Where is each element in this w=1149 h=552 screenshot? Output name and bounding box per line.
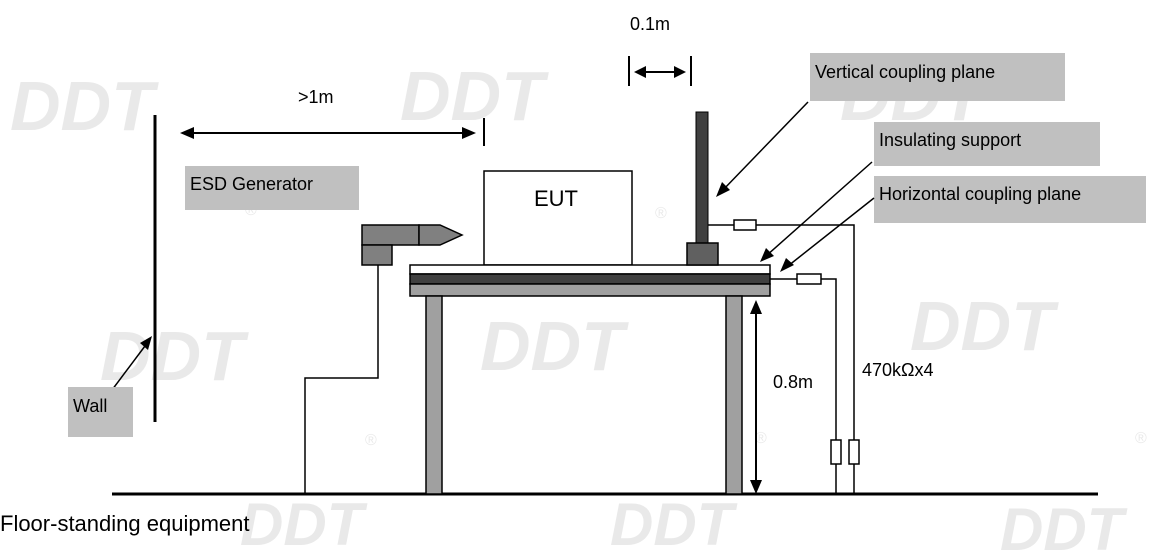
table-top: [409, 283, 771, 297]
horizontal-coupling-plane: [409, 273, 771, 285]
svg-text:®: ®: [755, 430, 767, 447]
table-leg-right: [725, 295, 743, 495]
hcp-wire-to-floor: [821, 278, 837, 440]
wall-label: Wall: [73, 396, 107, 416]
hcp-pointer-arrow: [787, 197, 875, 267]
esd-generator-handle: [361, 244, 393, 266]
svg-text:DDT: DDT: [610, 491, 738, 552]
insulating-support: [409, 264, 771, 275]
svg-text:®: ®: [1135, 430, 1147, 447]
watermark-logo: DDT: [610, 491, 738, 552]
svg-text:DDT: DDT: [480, 307, 629, 385]
insulating-support-pointer-arrow: [765, 161, 873, 257]
wall-label-box: [68, 387, 133, 437]
dist-wall-arrowhead-left: [180, 127, 194, 139]
vcp-label-box: [810, 53, 1065, 101]
table-height-arrowhead-bottom: [750, 480, 762, 494]
vcp-wire-to-floor: [756, 224, 855, 440]
svg-text:®: ®: [655, 205, 667, 222]
table-height-label: 0.8m: [773, 372, 813, 392]
insulating-support-label: Insulating support: [879, 130, 1021, 150]
resistors-label: 470kΩx4: [862, 360, 934, 380]
insulating-support-label-box: [874, 122, 1100, 166]
vcp-pointer-arrow: [721, 101, 809, 192]
vcp-base: [686, 242, 719, 266]
dist-wall-label: >1m: [298, 87, 334, 107]
svg-text:®: ®: [365, 432, 377, 449]
insulating-support-pointer-arrowhead: [760, 248, 774, 262]
svg-text:DDT: DDT: [910, 287, 1059, 365]
watermark-logo: DDT: [240, 491, 368, 552]
watermark-logo: DDT ®: [910, 287, 1147, 447]
wall-pointer-arrowhead: [140, 336, 152, 350]
dist-vcp-label: 0.1m: [630, 14, 670, 34]
resistor-hcp-bottom: [830, 439, 842, 465]
resistor-vcp-bottom: [848, 439, 860, 465]
hcp-label: Horizontal coupling plane: [879, 184, 1081, 204]
esd-generator-label: ESD Generator: [190, 174, 313, 194]
esd-generator-label-box: [185, 166, 359, 210]
esd-generator-body: [361, 224, 420, 246]
wall-pointer-arrow: [111, 341, 149, 391]
hcp-label-box: [874, 176, 1146, 223]
esd-generator-tip: [418, 224, 464, 246]
svg-text:DDT: DDT: [1000, 496, 1128, 552]
table-height-arrowhead-top: [750, 300, 762, 314]
svg-text:DDT: DDT: [100, 317, 249, 395]
svg-text:DDT: DDT: [240, 491, 368, 552]
svg-text:DDT: DDT: [400, 57, 549, 135]
resistor-vcp-top: [733, 219, 757, 231]
watermark-logo: DDT: [1000, 496, 1128, 552]
dist-vcp-arrowhead-left: [634, 66, 646, 78]
dist-vcp-arrowhead-right: [674, 66, 686, 78]
vertical-coupling-plane: [695, 111, 709, 244]
table-leg-left: [425, 295, 443, 495]
diagram-caption: Floor-standing equipment: [0, 511, 249, 536]
eut-box: [483, 170, 633, 266]
esd-generator-cable: [304, 265, 379, 494]
svg-text:DDT: DDT: [10, 67, 159, 145]
dist-wall-arrowhead-right: [462, 127, 476, 139]
hcp-pointer-arrowhead: [780, 258, 794, 272]
watermark-logo: DDT ®: [100, 317, 377, 449]
eut-label: EUT: [534, 186, 578, 211]
vcp-label: Vertical coupling plane: [815, 62, 995, 82]
watermark-logo: DDT ®: [480, 307, 767, 447]
resistor-hcp-top: [796, 273, 822, 285]
watermark-logo: DDT ®: [400, 57, 667, 222]
vcp-pointer-arrowhead: [716, 182, 730, 197]
watermark-logo: DDT ®: [10, 67, 257, 219]
